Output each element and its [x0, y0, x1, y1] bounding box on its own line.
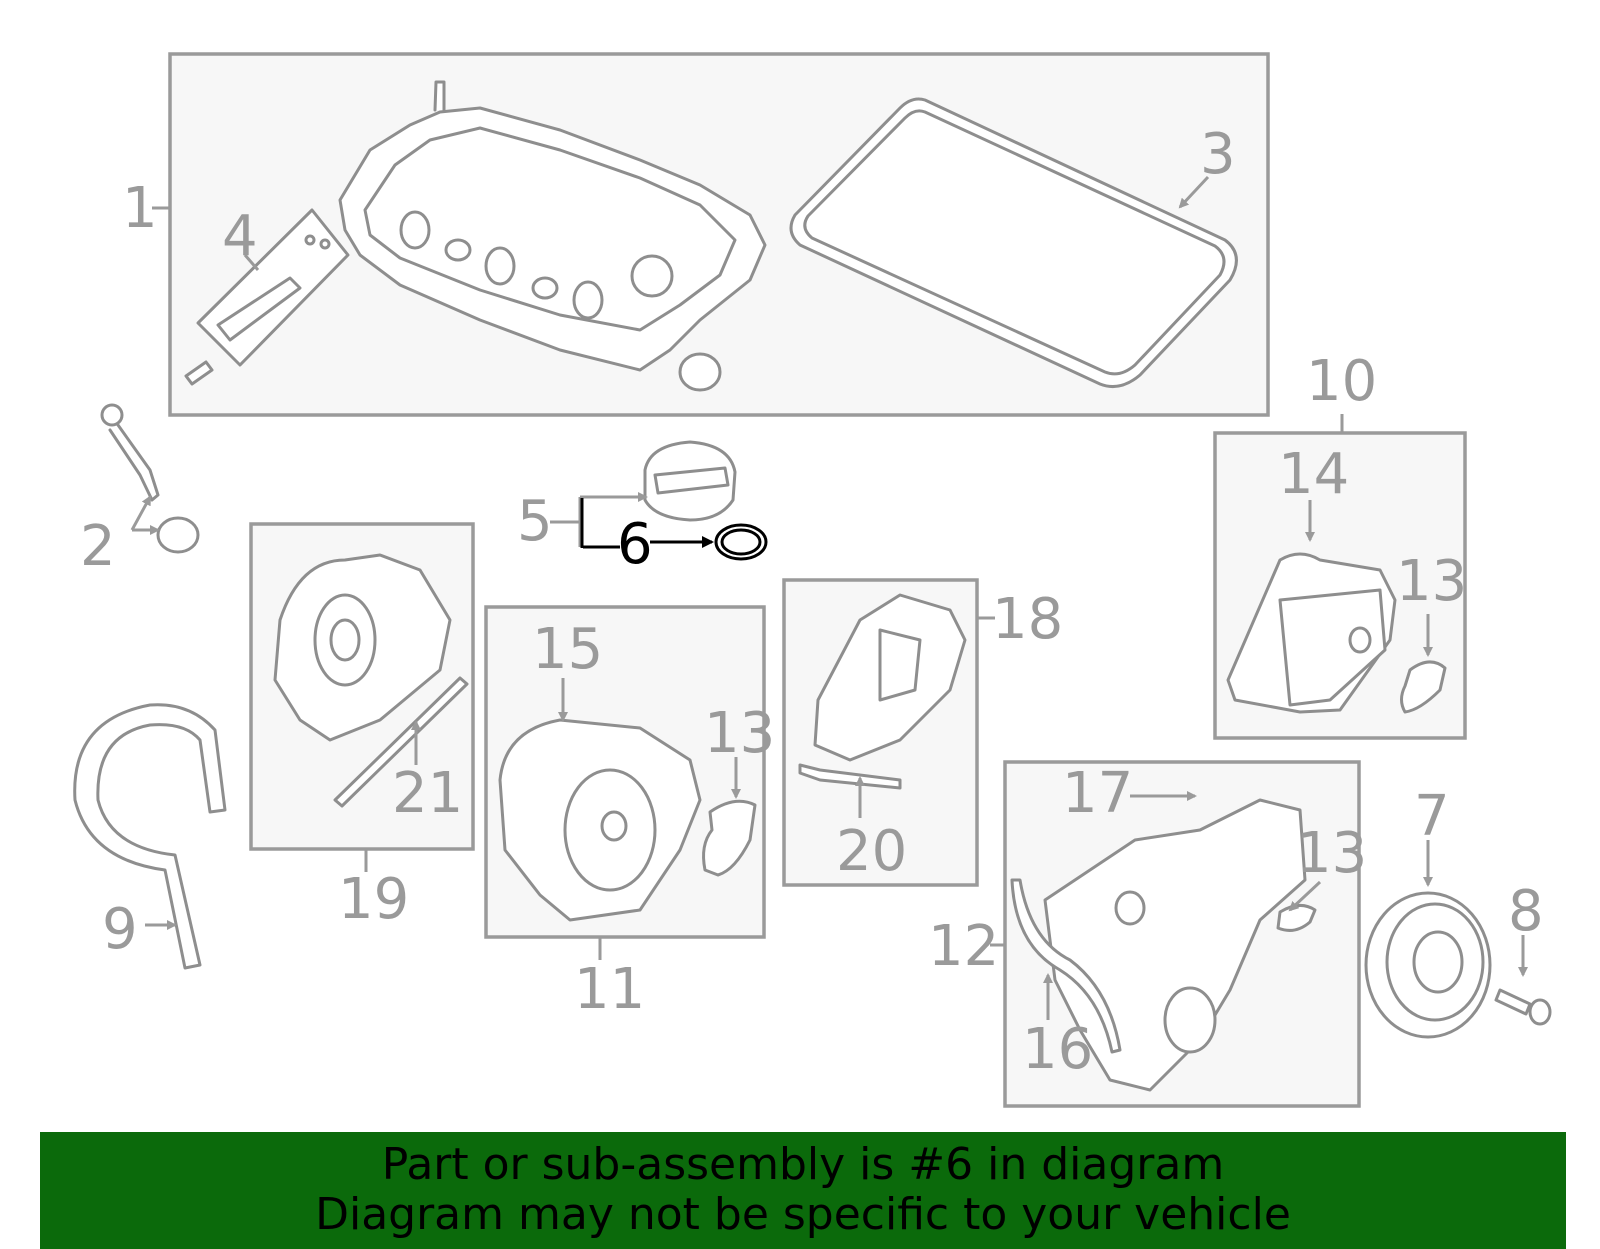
callout-13-b[interactable]: 13	[704, 701, 775, 766]
callout-10[interactable]: 10	[1306, 349, 1377, 414]
banner-line-disclaimer: Diagram may not be specific to your vehi…	[315, 1189, 1291, 1240]
callout-3[interactable]: 3	[1200, 122, 1236, 187]
callout-8[interactable]: 8	[1508, 879, 1544, 944]
callout-5[interactable]: 5	[517, 489, 553, 554]
valve-cover-gasket-part	[789, 97, 1238, 388]
banner-line-part-number: Part or sub-assembly is #6 in diagram	[381, 1139, 1225, 1190]
callout-16[interactable]: 16	[1022, 1017, 1093, 1082]
callout-11[interactable]: 11	[574, 957, 645, 1022]
oil-filler-cap-part	[643, 440, 737, 522]
callout-15[interactable]: 15	[532, 617, 603, 682]
callout-14[interactable]: 14	[1278, 442, 1349, 507]
part-12-timing-cover	[1010, 798, 1317, 1092]
callout-19[interactable]: 19	[338, 867, 409, 932]
crank-bolt-part	[1494, 988, 1552, 1026]
timing-belt-part	[73, 703, 227, 970]
callout-12[interactable]: 12	[928, 914, 999, 979]
part-11-assembly	[498, 718, 757, 922]
callout-21[interactable]: 21	[392, 761, 463, 826]
callout-20[interactable]: 20	[836, 819, 907, 884]
part-2-sensor	[100, 403, 200, 554]
part-10-cover	[1226, 552, 1447, 714]
o-ring-part-highlighted	[714, 523, 768, 561]
valve-cover-part	[338, 80, 767, 392]
part-19-cover	[273, 553, 469, 808]
callout-1[interactable]: 1	[122, 176, 158, 241]
part-18-cover	[798, 593, 967, 790]
callout-4[interactable]: 4	[222, 204, 258, 269]
callout-13-a[interactable]: 13	[1396, 549, 1467, 614]
part-4-group	[184, 208, 350, 386]
callout-13-c[interactable]: 13	[1296, 821, 1367, 886]
callout-7[interactable]: 7	[1414, 784, 1450, 849]
crank-pulley-part	[1364, 891, 1492, 1039]
callout-6-highlighted[interactable]: 6	[617, 512, 653, 577]
callout-2[interactable]: 2	[80, 514, 116, 579]
callout-17[interactable]: 17	[1062, 761, 1133, 826]
callout-9[interactable]: 9	[102, 897, 138, 962]
parts-diagram: 1 2 3 4 5 6 7 8 9 10 11 12 13 13 13 14 1…	[73, 52, 1552, 1108]
info-banner: Part or sub-assembly is #6 in diagram Di…	[40, 1132, 1566, 1249]
leader-lines	[130, 175, 1528, 1020]
callout-18[interactable]: 18	[992, 587, 1063, 652]
